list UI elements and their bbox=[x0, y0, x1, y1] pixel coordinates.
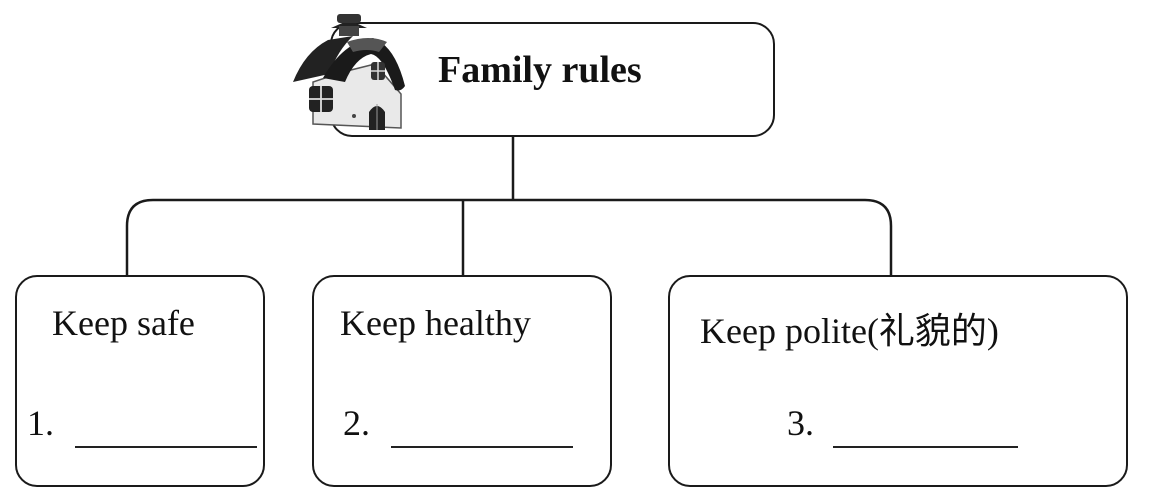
diagram-title: Family rules bbox=[438, 49, 642, 91]
category-box-polite bbox=[668, 275, 1128, 487]
title-box bbox=[330, 22, 775, 137]
item-number-2: 2. bbox=[343, 403, 370, 443]
category-box-healthy bbox=[312, 275, 612, 487]
category-heading-safe: Keep safe bbox=[52, 303, 195, 343]
item-number-1: 1. bbox=[27, 403, 54, 443]
answer-blank-2[interactable] bbox=[391, 446, 573, 448]
category-box-safe bbox=[15, 275, 265, 487]
answer-blank-1[interactable] bbox=[75, 446, 257, 448]
category-heading-polite: Keep polite(礼貌的) bbox=[700, 311, 999, 351]
answer-blank-3[interactable] bbox=[833, 446, 1018, 448]
item-number-3: 3. bbox=[787, 403, 814, 443]
category-heading-healthy: Keep healthy bbox=[340, 303, 531, 343]
house-icon bbox=[293, 14, 405, 130]
